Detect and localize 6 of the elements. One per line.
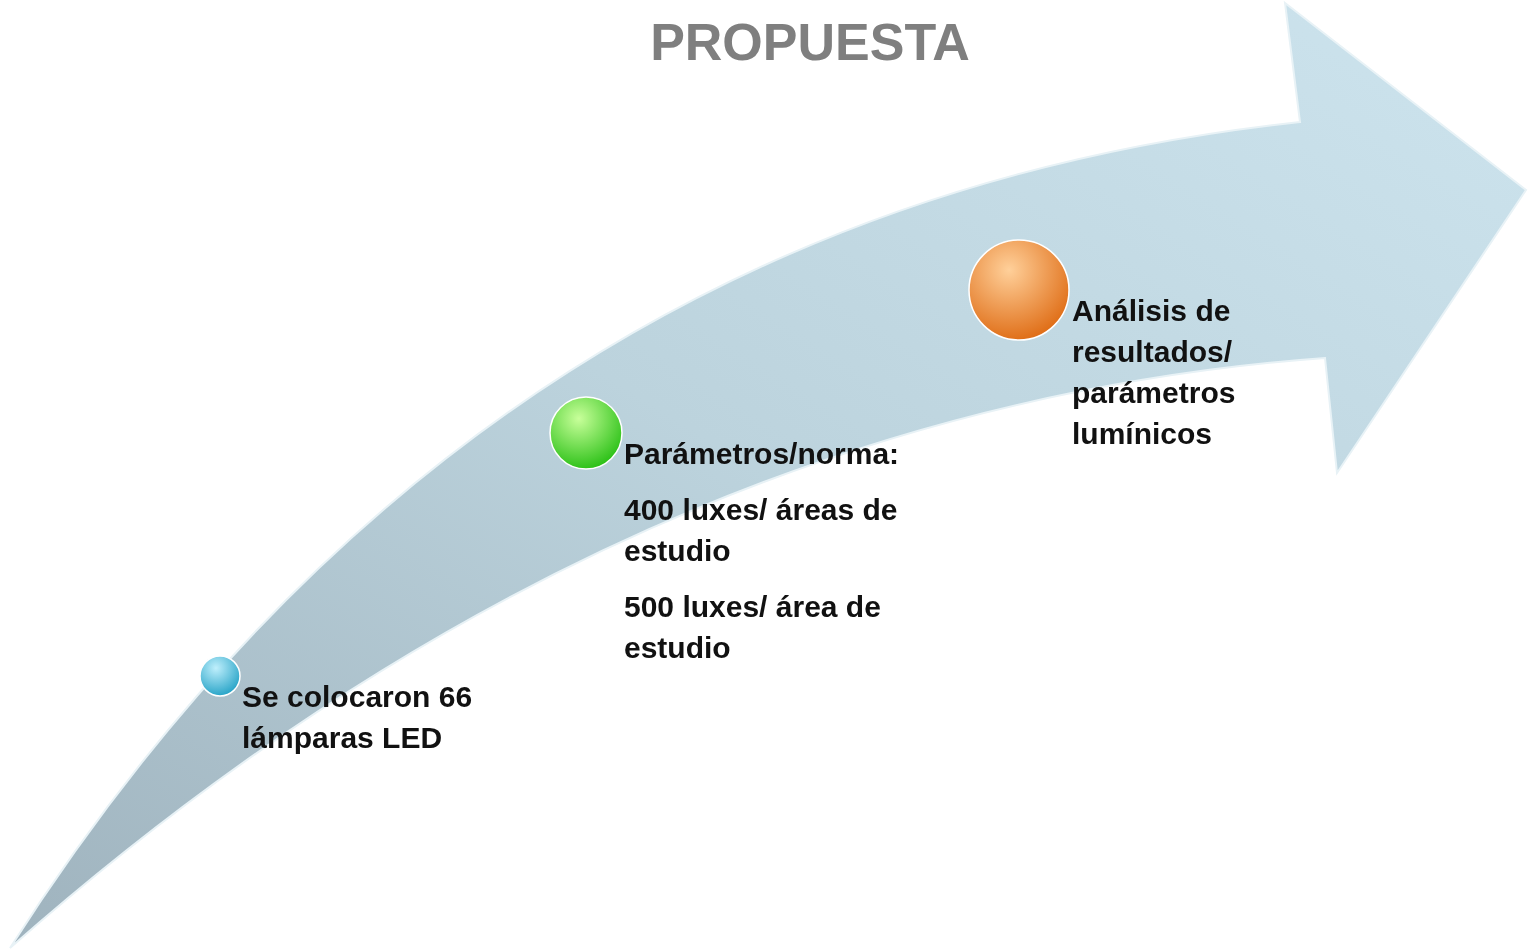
step-note: 400 luxes/ áreas de estudio: [624, 492, 899, 569]
step-note: 500 luxes/ área de estudio: [624, 589, 882, 666]
title: PROPUESTA: [649, 12, 971, 72]
step-label: Se colocaron 66 lámparas LED: [242, 679, 474, 756]
step-label: Parámetros/norma:: [624, 436, 901, 472]
step-label: Análisis de resultados/ parámetros lumínicos: [1072, 293, 1237, 452]
